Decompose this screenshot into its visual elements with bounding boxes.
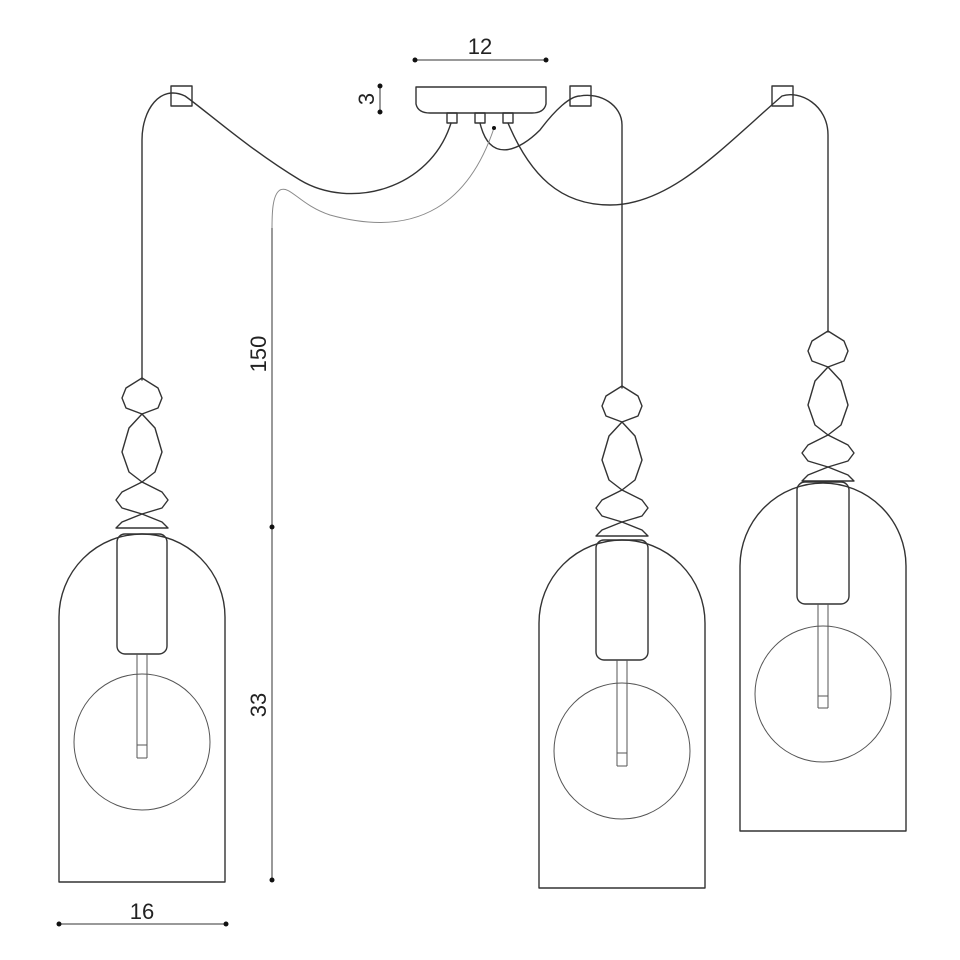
dimension-canopy-height: 3	[354, 83, 383, 115]
lamp-socket	[796, 481, 850, 605]
dimension-label-shade-height: 33	[246, 693, 271, 717]
glass-shade	[739, 482, 907, 832]
dimension-canopy-width: 12	[412, 34, 549, 63]
light-bulb	[754, 625, 892, 763]
bulb-filament	[136, 654, 148, 759]
ceiling-canopy	[415, 86, 547, 124]
wooden-beads	[801, 330, 855, 482]
wooden-beads	[115, 377, 169, 529]
lamp-socket	[595, 539, 649, 661]
light-bulb	[553, 682, 691, 820]
pendant-lamp-left	[58, 377, 226, 883]
pendant-lamp-middle	[538, 385, 706, 889]
dimension-label-cable-length: 150	[246, 336, 271, 373]
dimension-label-canopy-height: 3	[354, 93, 379, 105]
lamp-socket	[116, 533, 168, 655]
dimension-shade-width: 16	[56, 899, 229, 927]
ceiling-hooks	[170, 85, 794, 107]
glass-shade	[58, 533, 226, 883]
glass-shade	[538, 539, 706, 889]
bulb-filament	[616, 660, 628, 767]
dimension-label-canopy-width: 12	[468, 34, 492, 59]
cables	[141, 92, 829, 389]
wooden-beads	[595, 385, 649, 537]
bulb-filament	[817, 604, 829, 709]
pendant-lamp-right	[739, 330, 907, 832]
light-bulb	[73, 673, 211, 811]
dimension-label-shade-width: 16	[130, 899, 154, 924]
dimension-vertical: 150 33	[246, 228, 275, 883]
